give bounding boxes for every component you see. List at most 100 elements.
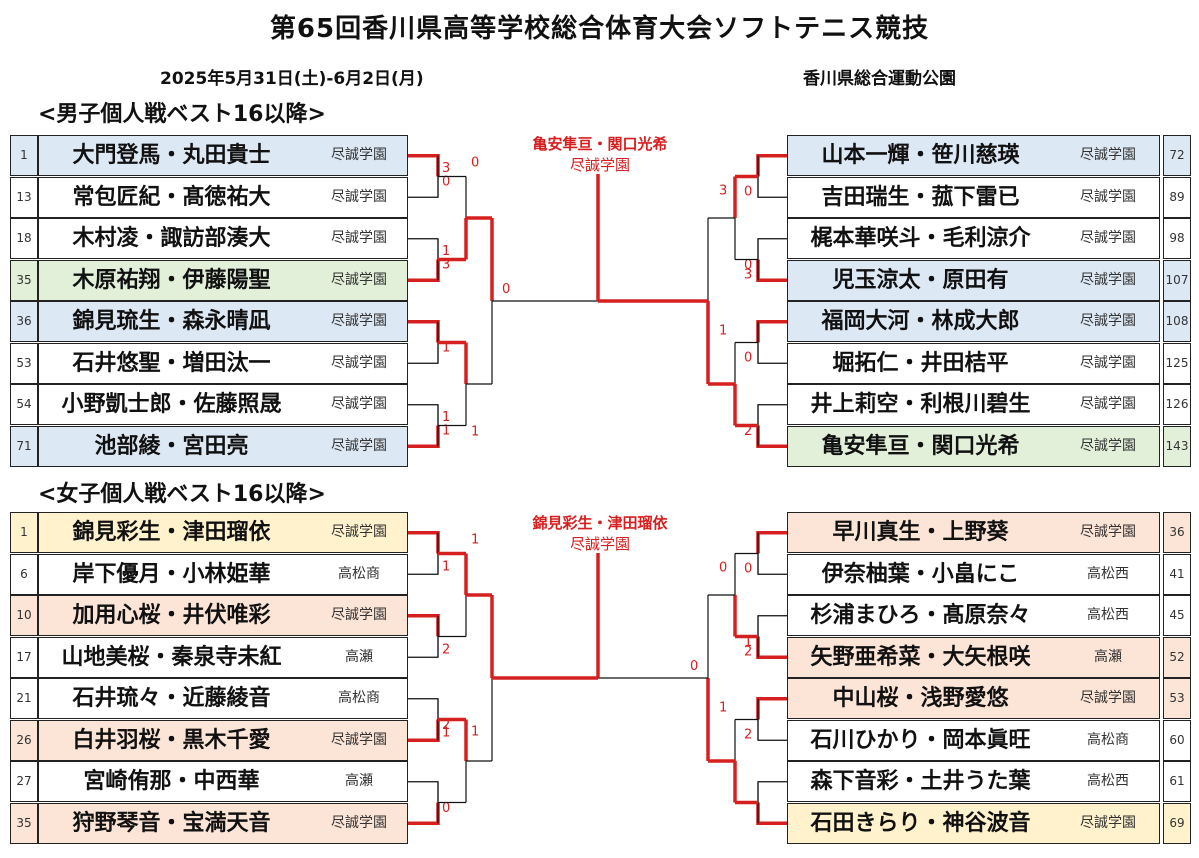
school-name: 尽誠学園	[1080, 690, 1136, 706]
school-name: 尽誠学園	[1080, 437, 1136, 454]
school-name: 高松西	[1087, 565, 1129, 582]
pair-names: 吉田瑞生・菰下雷已	[821, 184, 1020, 210]
seed-number: 10	[10, 595, 38, 636]
seed-number: 98	[1163, 218, 1191, 259]
pair-names: 錦見琉生・森永晴凪	[72, 309, 271, 334]
boys-section-title: <男子個人戦ベスト16以降>	[38, 102, 326, 127]
girls-section-title: <女子個人戦ベスト16以降>	[38, 482, 326, 507]
pair-names: 白井羽桜・黒木千愛	[72, 727, 271, 753]
score-r1: 1	[442, 725, 450, 740]
girls-champion-names: 錦見彩生・津田瑠依	[532, 514, 668, 532]
bracket-row: 井上莉空・利根川碧生尽誠学園	[787, 384, 1160, 425]
r1-connector	[756, 636, 787, 659]
score-r2: 1	[471, 725, 479, 740]
r1-connector	[756, 802, 787, 825]
pair-names: 福岡大河・林成大郎	[821, 309, 1020, 334]
school-name: 尽誠学園	[331, 524, 387, 540]
seed-number: 1	[10, 135, 38, 176]
bracket-row: 森下音彩・土井うた葉高松西	[787, 761, 1160, 802]
school-name: 高松商	[338, 690, 380, 706]
r1-connector	[408, 781, 439, 803]
seed-number: 17	[10, 636, 38, 678]
score-r1: 0	[744, 184, 752, 199]
school-name: 尽誠学園	[1080, 271, 1136, 288]
score-r1: 1	[442, 340, 450, 355]
r1-connector	[756, 531, 787, 554]
school-name: 尽誠学園	[1080, 354, 1136, 371]
school-name: 尽誠学園	[331, 354, 387, 371]
pair-names: 森下音彩・土井うた葉	[810, 769, 1031, 794]
pair-names: 伊奈柚葉・小畠にこ	[821, 561, 1020, 587]
seed-number: 54	[10, 384, 38, 425]
r1-connector	[756, 425, 787, 448]
school-name: 尽誠学園	[1080, 396, 1136, 412]
seed-number: 36	[1163, 512, 1191, 553]
score-r1: 3	[442, 161, 450, 176]
bracket-row: 亀安隼亘・関口光希 尽誠学園	[787, 425, 1160, 467]
event-date: 2025年5月31日(土)-6月2日(月)	[160, 69, 424, 89]
school-name: 尽誠学園	[1080, 188, 1136, 205]
bracket-row: 吉田瑞生・菰下雷已 尽誠学園	[787, 176, 1160, 218]
bracket-row: 加用心桜・井伏唯彩尽誠学園	[38, 595, 408, 636]
bracket-row: 白井羽桜・黒木千愛尽誠学園	[38, 719, 408, 761]
seed-number: 71	[10, 425, 38, 467]
school-name: 尽誠学園	[1080, 814, 1136, 831]
seed-number: 108	[1163, 301, 1191, 342]
r1-connector	[408, 320, 440, 343]
score-r1: 1	[442, 559, 450, 574]
school-name: 高瀬	[345, 648, 373, 665]
pair-names: 亀安隼亘・関口光希	[821, 433, 1020, 459]
score-r1: 0	[744, 350, 752, 365]
seed-number: 125	[1163, 342, 1191, 384]
page-title: 第65回香川県高等学校総合体育大会ソフトテニス競技	[269, 14, 930, 44]
r1-connector	[408, 531, 440, 554]
pair-names: 岸下優月・小林姫華	[72, 561, 271, 587]
pair-names: 中山桜・浅野愛悠	[832, 686, 1009, 711]
bracket-row: 常包匠紀・髙徳祐大尽誠学園	[38, 176, 408, 218]
school-name: 高松商	[1087, 731, 1129, 748]
bracket-row: 岸下優月・小林姫華高松商	[38, 553, 408, 595]
boys-champion-school: 尽誠学園	[569, 156, 630, 174]
bracket-row: 狩野琴音・宝満天音尽誠学園	[38, 802, 408, 844]
school-name: 尽誠学園	[331, 437, 387, 454]
seed-number: 21	[10, 678, 38, 719]
school-name: 尽誠学園	[331, 396, 387, 412]
bracket-row: 山本一輝・笹川慈瑛尽誠学園	[787, 135, 1160, 176]
pair-names: 石田きらり・神谷波音	[810, 810, 1031, 836]
seed-number: 60	[1163, 719, 1191, 761]
seed-number: 143	[1163, 425, 1191, 467]
school-name: 高瀬	[345, 773, 373, 789]
pair-names: 小野凱士郎・佐藤照晟	[61, 392, 282, 417]
seed-number: 126	[1163, 384, 1191, 425]
score-r1: 0	[442, 174, 450, 189]
bracket-row: 堀拓仁・井田桔平尽誠学園	[787, 342, 1160, 384]
bracket-row: 福岡大河・林成大郎 尽誠学園	[787, 301, 1160, 342]
school-name: 尽誠学園	[331, 188, 387, 205]
school-name: 尽誠学園	[331, 230, 387, 246]
score-r1: 1	[442, 423, 450, 438]
bracket-row: 杉浦まひろ・髙原奈々高松西	[787, 595, 1160, 636]
score-r1: 1	[744, 635, 752, 650]
score-r1: 0	[744, 258, 752, 273]
r1-connector	[756, 154, 787, 177]
school-name: 尽誠学園	[1080, 313, 1136, 329]
score-r1: 1	[442, 244, 450, 259]
r1-connector	[757, 238, 787, 260]
seed-number: 27	[10, 761, 38, 802]
seed-number: 72	[1163, 135, 1191, 176]
pair-names: 石井琉々・近藤綾音	[72, 686, 271, 711]
pair-names: 杉浦まひろ・髙原奈々	[810, 603, 1031, 628]
bracket-row: 児玉涼太・原田有尽誠学園	[787, 259, 1160, 301]
bracket-row: 伊奈柚葉・小畠にこ 高松西	[787, 553, 1160, 595]
seed-number: 1	[10, 512, 38, 553]
school-name: 尽誠学園	[331, 313, 387, 329]
r1-connector	[408, 802, 440, 825]
score-r1: 3	[744, 267, 752, 282]
score-r1: 1	[442, 410, 450, 425]
r1-connector	[757, 781, 787, 803]
school-name: 尽誠学園	[331, 607, 387, 623]
score-r2: 3	[719, 184, 727, 199]
pair-names: 宮崎侑那・中西華	[83, 769, 260, 794]
seed-number: 45	[1163, 595, 1191, 636]
